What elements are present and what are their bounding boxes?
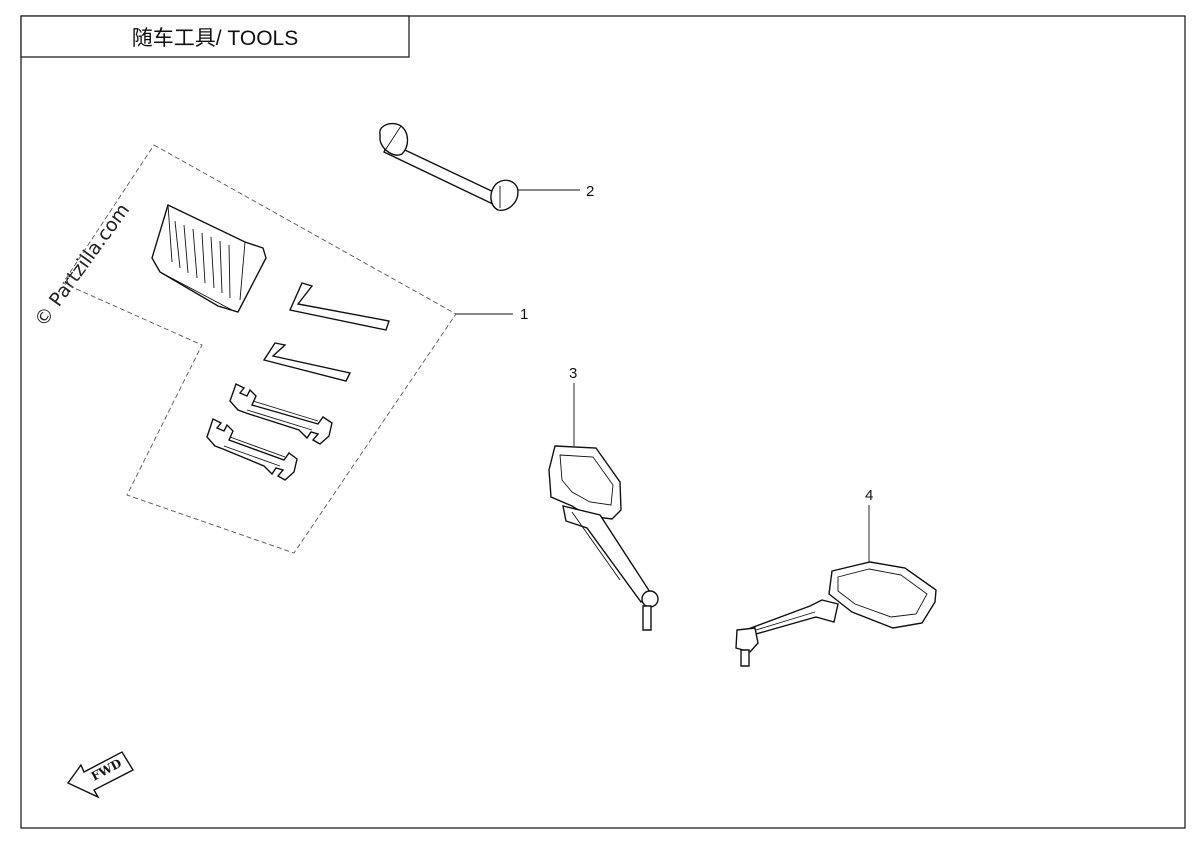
watermark-text: © Partzilla.com — [30, 199, 134, 331]
callout-4: 4 — [865, 487, 873, 504]
mirror-right-icon — [735, 561, 937, 667]
callout-3: 3 — [569, 365, 577, 382]
forward-direction-arrow: FWD — [66, 751, 134, 799]
tool-roll-icon — [151, 204, 267, 313]
wrench-lower-icon — [206, 418, 298, 481]
hex-key-small-icon — [262, 342, 352, 382]
callout-1: 1 — [520, 306, 528, 323]
callout-2: 2 — [586, 183, 594, 200]
mirror-left-icon — [548, 445, 659, 631]
bar-tool-icon — [379, 122, 519, 211]
title-block: 随车工具/ TOOLS — [20, 15, 410, 58]
drawing-frame — [20, 15, 1186, 829]
hex-key-large-icon — [289, 282, 390, 331]
wrench-upper-icon — [229, 383, 333, 445]
page-title: 随车工具/ TOOLS — [132, 27, 298, 50]
